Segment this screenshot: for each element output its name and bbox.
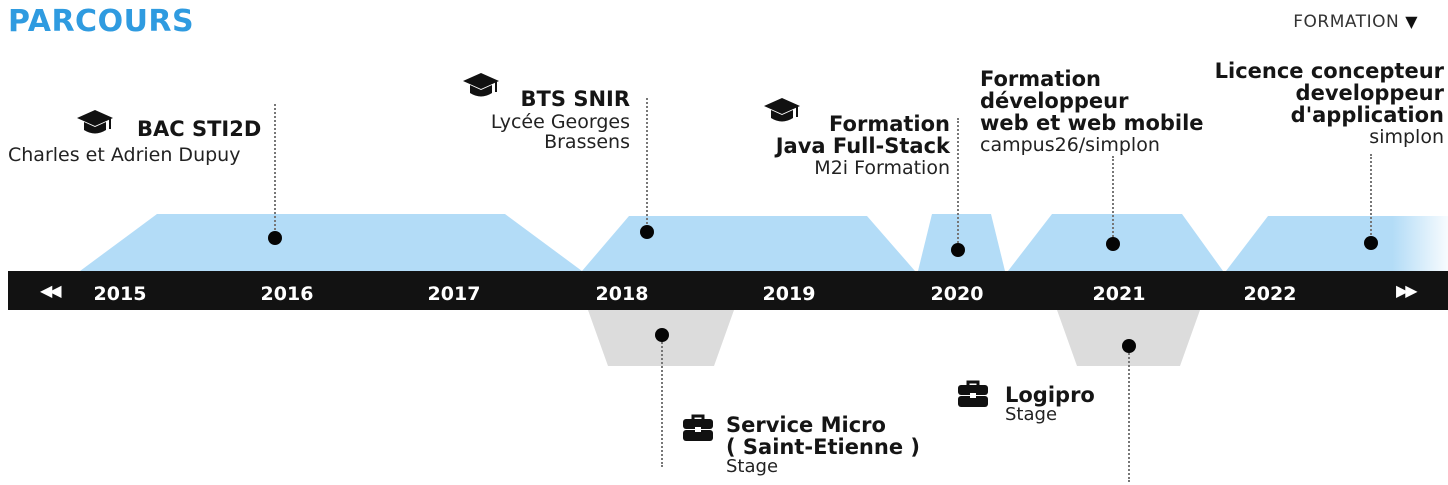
connector-licence [1370,154,1372,243]
formation-band-java [918,214,1005,271]
formation-bts[interactable]: BTS SNIR Lycée Georges Brassens [490,87,630,153]
formation-java[interactable]: Formation Java Full-Stack M2i Formation [775,112,950,180]
briefcase-icon [683,414,713,441]
next-arrow-icon[interactable]: ▶▶ [1396,281,1418,300]
graduation-cap-icon [764,98,800,122]
connector-java [957,118,959,250]
year-2020[interactable]: 2020 [930,283,984,305]
experience-logipro[interactable]: Logipro Stage [1005,383,1095,426]
dropdown-arrow-icon: ▼ [1405,12,1418,31]
graduation-cap-icon [463,73,499,97]
dot-bac[interactable] [268,231,282,245]
dot-logipro[interactable] [1122,339,1136,353]
connector-bts [646,98,648,232]
experience-service-micro[interactable]: Service Micro ( Saint-Etienne ) Stage [726,413,920,478]
page-title: PARCOURS [8,4,195,39]
dot-web[interactable] [1106,237,1120,251]
dot-bts[interactable] [640,225,654,239]
formation-band-bts [582,216,915,271]
formation-band-licence [1226,216,1448,271]
year-2019[interactable]: 2019 [762,283,816,305]
year-2015[interactable]: 2015 [93,283,147,305]
year-2022[interactable]: 2022 [1243,283,1297,305]
year-2017[interactable]: 2017 [427,283,481,305]
experience-band-logipro [1057,310,1200,366]
formation-web[interactable]: Formation développeur web et web mobile … [980,67,1204,157]
prev-arrow-icon[interactable]: ◀◀ [40,281,62,300]
connector-service-micro [661,335,663,467]
timeline-bar [8,271,1448,310]
graduation-cap-icon [77,110,113,134]
briefcase-icon [958,380,988,407]
connector-logipro [1128,346,1130,482]
formation-band-bac [80,214,582,271]
connector-web [1112,156,1114,244]
formation-bac-title[interactable]: BAC STI2D [137,117,262,141]
connector-bac [274,104,276,238]
year-2016[interactable]: 2016 [260,283,314,305]
filter-label: FORMATION [1293,12,1400,32]
year-2021[interactable]: 2021 [1092,283,1146,305]
year-2018[interactable]: 2018 [595,283,649,305]
formation-filter-dropdown[interactable]: FORMATION ▼ [1293,12,1418,32]
dot-service-micro[interactable] [655,328,669,342]
formation-licence[interactable]: Licence concepteur developpeur d'applica… [1214,59,1444,149]
dot-licence[interactable] [1364,236,1378,250]
formation-bac-school: Charles et Adrien Dupuy [8,144,241,166]
dot-java[interactable] [951,243,965,257]
